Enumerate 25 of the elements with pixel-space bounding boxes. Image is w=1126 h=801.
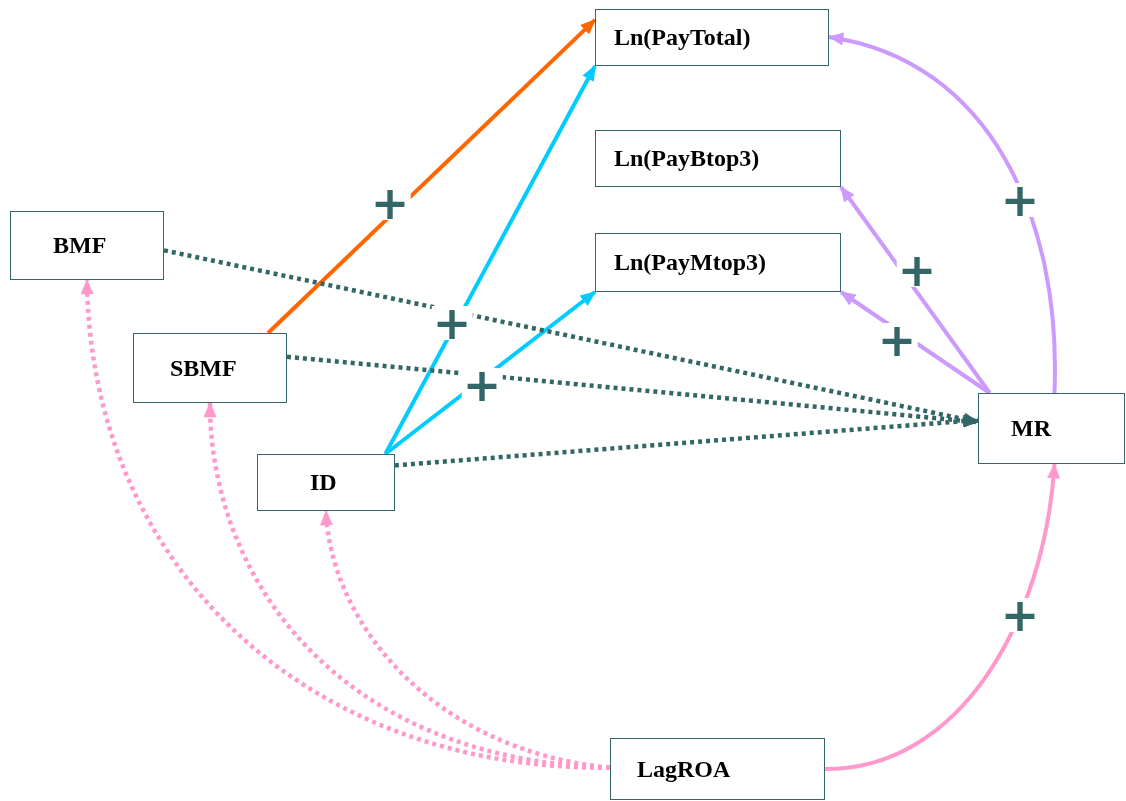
variable-label: LagROA	[637, 755, 731, 783]
arrow	[383, 64, 597, 455]
edge-label: +	[461, 368, 503, 402]
arrow	[286, 354, 980, 428]
variable-label: Ln(PayMtop3)	[614, 249, 766, 276]
arrow	[394, 414, 980, 468]
arrow	[321, 509, 611, 770]
variable-label: Ln(PayBtop3)	[614, 145, 760, 172]
variable-box	[595, 233, 841, 292]
arrow	[266, 18, 597, 335]
variable-label: Ln(PayTotal)	[614, 24, 751, 51]
variable-box	[133, 333, 287, 403]
variable-label: BMF	[53, 232, 107, 259]
variable-box	[978, 393, 1125, 464]
variable-box	[595, 130, 841, 187]
variable-label: MR	[1011, 415, 1051, 442]
edge-label: +	[431, 306, 473, 340]
arrow	[827, 33, 1057, 393]
variable-box	[610, 738, 825, 800]
variable-box	[257, 454, 395, 511]
arrow	[824, 462, 1060, 771]
variable-box	[595, 9, 829, 66]
variable-label: SBMF	[170, 354, 237, 382]
variable-label: ID	[310, 469, 337, 496]
variable-box	[10, 211, 164, 280]
